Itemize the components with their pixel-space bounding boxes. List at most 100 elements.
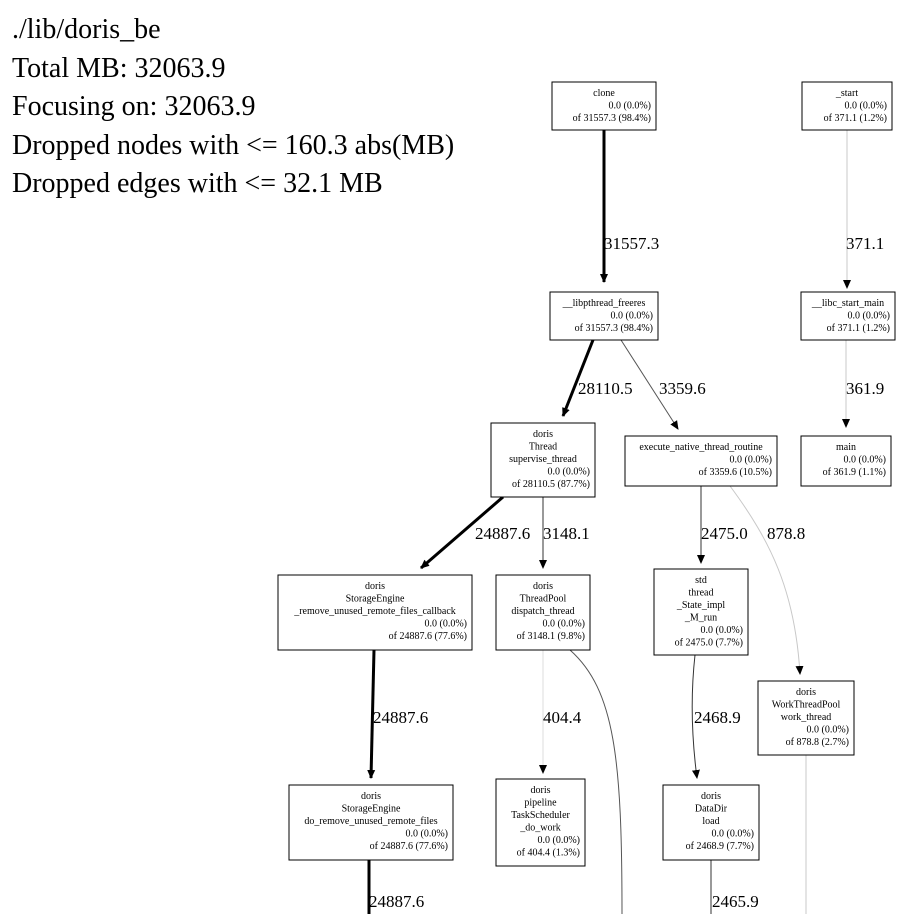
node-cum-value: of 31557.3 (98.4%) [575,323,653,334]
node-name-line: clone [593,88,615,99]
node-name-line: WorkThreadPool [772,700,841,711]
node-flat-value: 0.0 (0.0%) [609,101,652,112]
node-name-line: doris [701,791,721,802]
node-name-line: main [836,442,856,453]
node-name-line: _start [835,88,858,99]
node-box [277,574,473,651]
node-cum-value: of 24887.6 (77.6%) [370,841,448,852]
node-cum-value: of 2468.9 (7.7%) [686,841,754,852]
node-cum-value: of 28110.5 (87.7%) [512,479,590,490]
node-name-line: _do_work [519,823,561,834]
edge-label-libc-main: 361.9 [846,379,884,398]
node-flat-value: 0.0 (0.0%) [538,835,581,846]
edge-exec-workthread [729,485,804,675]
node-name-line: TaskScheduler [511,810,570,821]
node-flat-value: 0.0 (0.0%) [844,455,887,466]
edge-label-supervise-dispatch: 3148.1 [543,524,590,543]
node-cum-value: of 24887.6 (77.6%) [389,631,467,642]
node-cum-value: of 3359.6 (10.5%) [699,467,772,478]
edge-dispatch-down [569,649,623,914]
node-box [495,574,591,651]
node-cum-value: of 361.9 (1.1%) [823,467,886,478]
edge-staterun-datadir [691,654,700,779]
edge-label-clone-libpthread: 31557.3 [604,234,659,253]
node-box [800,435,892,487]
node-box [549,291,659,341]
edge-label-datadir-out: 2465.9 [712,892,759,911]
node-name-line: __libc_start_main [811,298,884,309]
node-name-line: thread [689,588,714,599]
node-box [653,568,749,656]
node-cum-value: of 371.1 (1.2%) [827,323,890,334]
node-box [624,435,778,487]
node-cum-value: of 31557.3 (98.4%) [573,113,651,124]
node-flat-value: 0.0 (0.0%) [807,725,850,736]
node-flat-value: 0.0 (0.0%) [730,455,773,466]
edge-label-start-libc: 371.1 [846,234,884,253]
node-flat-value: 0.0 (0.0%) [548,467,591,478]
node-name-line: _State_impl [676,600,726,611]
node-name-line: load [702,816,719,827]
edge-supervise-removecb [420,495,504,570]
node-box [551,81,657,131]
node-box [288,784,454,861]
node-name-line: StorageEngine [342,804,401,815]
edge-label-exec-workthread: 878.8 [767,524,805,543]
edge-label-staterun-datadir: 2468.9 [694,708,741,727]
node-name-line: dispatch_thread [511,606,574,617]
node-flat-value: 0.0 (0.0%) [611,311,654,322]
node-box [495,778,586,867]
node-flat-value: 0.0 (0.0%) [543,619,586,630]
node-name-line: DataDir [695,804,728,815]
node-name-line: doris [533,581,553,592]
node-main: main 0.0 (0.0%)of 361.9 (1.1%) [800,435,892,487]
node-name-line: std [695,575,707,586]
node-cum-value: of 371.1 (1.2%) [824,113,887,124]
node-name-line: work_thread [781,712,832,723]
edge-label-doremove-out: 24887.6 [369,892,424,911]
graph-edges: 31557.3 371.1 28110.5 3359.6 361.9 24887… [367,130,884,914]
header-dropped-edges: Dropped edges with <= 32.1 MB [12,168,383,199]
node-remove-cb: dorisStorageEngine_remove_unused_remote_… [277,574,473,651]
node-cum-value: of 2475.0 (7.7%) [675,638,743,649]
node-box [801,81,893,131]
header-focus: Focusing on: 32063.9 [12,91,255,122]
edge-label-supervise-removecb: 24887.6 [475,524,530,543]
node-name-line: Thread [529,442,557,453]
node-name-line: __libpthread_freeres [562,298,646,309]
node-flat-value: 0.0 (0.0%) [845,101,888,112]
node-start: _start 0.0 (0.0%)of 371.1 (1.2%) [801,81,893,131]
graph-header: ./lib/doris_be Total MB: 32063.9 Focusin… [12,14,454,199]
node-name-line: doris [365,581,385,592]
edge-removecb-doremove [367,649,376,779]
node-libc-start: __libc_start_main 0.0 (0.0%)of 371.1 (1.2… [800,291,896,341]
node-name-line: doris [533,429,553,440]
node-flat-value: 0.0 (0.0%) [848,311,891,322]
edge-label-dispatch-dowork: 404.4 [543,708,582,727]
edge-libpthread-supervise [561,339,595,417]
node-name-line: doris [361,791,381,802]
node-name-line: do_remove_unused_remote_files [304,816,437,827]
header-binary: ./lib/doris_be [12,14,161,45]
node-cum-value: of 878.8 (2.7%) [786,737,849,748]
node-do-remove: dorisStorageEnginedo_remove_unused_remot… [288,784,454,861]
node-name-line: pipeline [524,798,557,809]
node-name-line: _M_run [684,613,717,624]
node-libpthread: __libpthread_freeres 0.0 (0.0%)of 31557.3… [549,291,659,341]
node-name-line: ThreadPool [520,594,567,605]
edge-libpthread-exec [620,339,679,430]
node-flat-value: 0.0 (0.0%) [425,619,468,630]
node-clone: clone 0.0 (0.0%)of 31557.3 (98.4%) [551,81,657,131]
node-flat-value: 0.0 (0.0%) [701,625,744,636]
node-name-line: doris [531,785,551,796]
node-name-line: doris [796,687,816,698]
node-cum-value: of 3148.1 (9.8%) [517,631,585,642]
edge-label-libpthread-exec: 3359.6 [659,379,706,398]
